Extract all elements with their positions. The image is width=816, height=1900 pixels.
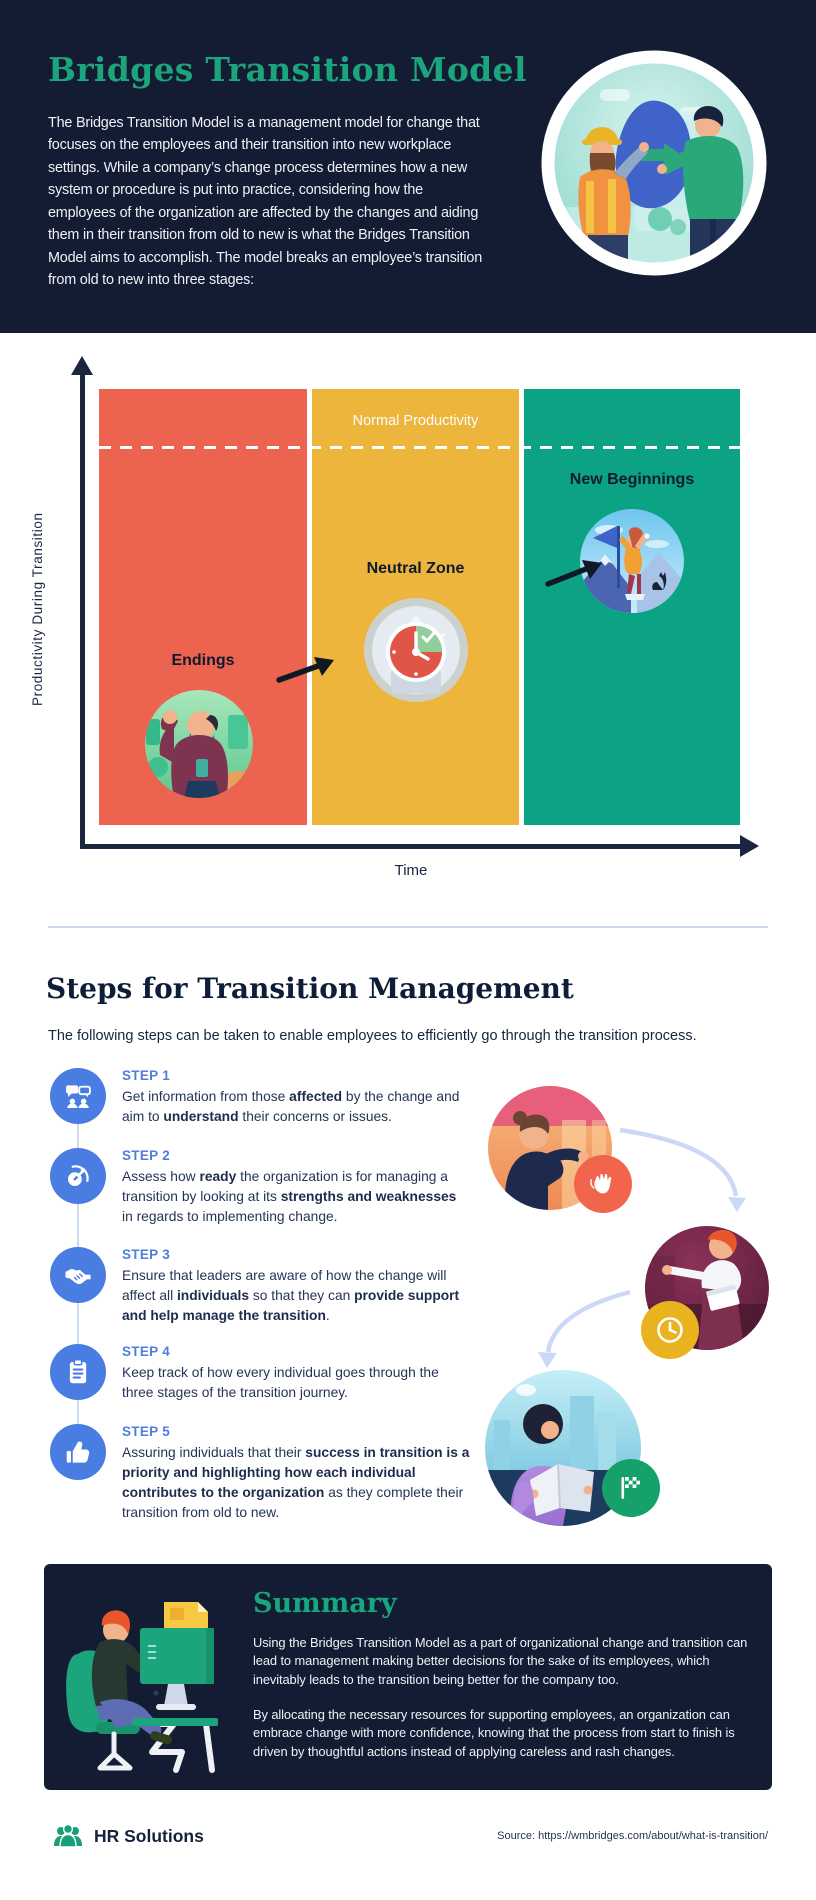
y-axis-arrowhead — [71, 356, 93, 375]
clock-gauge-illustration — [361, 595, 471, 710]
hr-solutions-logo-icon — [52, 1823, 84, 1848]
neutral-zone-label: Neutral Zone — [366, 560, 465, 577]
readiness-icon — [50, 1148, 106, 1204]
hero-illustration-svg — [541, 50, 767, 276]
recycling-handover-illustration — [540, 49, 768, 277]
header-section: Bridges Transition Model The Bridges Tra… — [0, 0, 816, 333]
steps-illustrations — [485, 1086, 769, 1526]
page-title: Bridges Transition Model — [48, 50, 527, 89]
header-description: The Bridges Transition Model is a manage… — [48, 115, 482, 289]
steps-section-subtitle: The following steps can be taken to enab… — [48, 1028, 697, 1044]
summary-paragraph-1: Using the Bridges Transition Model as a … — [253, 1635, 748, 1687]
x-axis-arrowhead — [740, 835, 759, 857]
farewell-person-illustration — [488, 1086, 632, 1213]
finish-flag-icon — [621, 1477, 640, 1499]
new-beginnings-label: New Beginnings — [569, 471, 695, 488]
step-text: Assuring individuals that their success … — [122, 1445, 470, 1520]
workstation-illustration — [56, 1584, 226, 1776]
y-axis-label: Productivity During Transition — [30, 512, 45, 707]
step-label: STEP 1 — [122, 1068, 171, 1083]
waving-goodbye-illustration — [144, 689, 254, 804]
step-text: Ensure that leaders are aware of how the… — [122, 1268, 460, 1323]
summary-paragraph-2: By allocating the necessary resources fo… — [253, 1707, 735, 1759]
step-text: Get information from those affected by t… — [122, 1089, 460, 1124]
summary-title: Summary — [253, 1588, 397, 1619]
map-person-illustration — [485, 1370, 660, 1526]
normal-productivity-reference-line — [99, 446, 740, 449]
wave-icon — [590, 1173, 612, 1194]
discussion-icon — [50, 1068, 106, 1124]
source-link-text: Source: https://wmbridges.com/about/what… — [497, 1830, 768, 1842]
step-label: STEP 5 — [122, 1424, 171, 1439]
neutral-person-illustration — [641, 1226, 769, 1359]
mountain-flag-illustration — [579, 508, 685, 619]
normal-productivity-label: Normal Productivity — [352, 413, 479, 429]
endings-label: Endings — [171, 652, 235, 669]
handshake-icon — [50, 1247, 106, 1303]
x-axis-label: Time — [394, 862, 428, 879]
step-flow-arrows — [538, 1127, 746, 1368]
brand-name: HR Solutions — [94, 1826, 204, 1846]
step-text: Assess how ready the organization is for… — [122, 1169, 457, 1224]
step-label: STEP 4 — [122, 1344, 171, 1359]
clipboard-icon — [50, 1344, 106, 1400]
worker-figure — [578, 127, 649, 263]
clock-icon — [657, 1317, 683, 1343]
step-text: Keep track of how every individual goes … — [122, 1365, 439, 1400]
step-label: STEP 3 — [122, 1247, 171, 1262]
y-axis — [80, 372, 85, 848]
x-axis — [80, 844, 742, 849]
steps-section-title: Steps for Transition Management — [46, 972, 574, 1005]
section-divider — [48, 926, 768, 928]
thumbs-up-icon — [50, 1424, 106, 1480]
step-label: STEP 2 — [122, 1148, 171, 1163]
